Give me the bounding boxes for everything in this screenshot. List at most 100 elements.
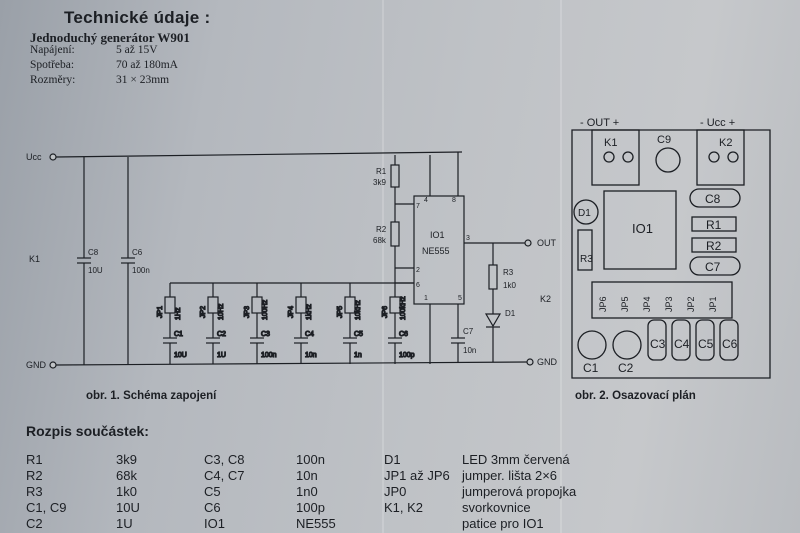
- jumper-label: 10Hz: [218, 303, 225, 320]
- jumper-label: JP5: [337, 306, 344, 318]
- pin-number: 2: [416, 267, 420, 274]
- r2-ref: R2: [376, 225, 387, 234]
- parts-cell: jumperová propojka: [462, 484, 577, 499]
- d1-plan-label: D1: [578, 208, 591, 219]
- parts-cell: C5: [204, 484, 221, 499]
- parts-cell: IO1: [204, 516, 225, 531]
- pin-number: 3: [466, 235, 470, 242]
- pcb-outline: [571, 129, 771, 379]
- plan-jumper-label: JP1: [708, 296, 718, 312]
- c7-value: 10n: [463, 346, 476, 355]
- parts-cell: R1: [26, 452, 43, 467]
- pin-number: 8: [452, 197, 456, 204]
- paper-fold: [560, 0, 562, 533]
- jumper-label: C6: [399, 331, 408, 338]
- d1-ref: D1: [505, 309, 516, 318]
- jumper-label: 100kHz: [400, 296, 407, 320]
- page-title: Technické údaje :: [64, 8, 211, 27]
- plan-jumper-label: JP6: [598, 296, 608, 312]
- ic-ref: IO1: [430, 230, 445, 240]
- spec-label: Napájení:: [30, 44, 75, 56]
- plan-jumper-label: JP3: [664, 296, 674, 312]
- ucc-polarity-label: - Ucc +: [700, 117, 735, 129]
- led-symbol: [484, 313, 502, 328]
- spec-label: Spotřeba:: [30, 59, 75, 71]
- c1-plan-label: C1: [583, 361, 599, 375]
- vcc-label: Ucc: [26, 152, 42, 162]
- k2-label: K2: [540, 294, 551, 304]
- c2-footprint: [612, 330, 642, 360]
- jumper-label: 100p: [399, 352, 415, 359]
- page-subtitle: Jednoduchý generátor W901: [30, 30, 190, 45]
- parts-cell: svorkovnice: [462, 500, 531, 515]
- r2-plan-label: R2: [706, 239, 722, 253]
- pin-number: 4: [424, 197, 428, 204]
- c6-footprint: [719, 319, 739, 361]
- parts-cell: 100n: [296, 452, 325, 467]
- c100n-ref: C6: [132, 248, 143, 257]
- pin-number: 6: [416, 282, 420, 289]
- parts-cell: C2: [26, 516, 43, 531]
- jumper-label: 1Hz: [175, 307, 182, 320]
- k1-label: K1: [29, 254, 40, 264]
- c3-plan-label: C3: [650, 337, 666, 351]
- parts-cell: K1, K2: [384, 500, 424, 515]
- r3-value: 1k0: [503, 281, 516, 290]
- r1-footprint: [691, 216, 737, 232]
- parts-cell: 1U: [116, 516, 133, 531]
- spec-value: 70 až 180mA: [116, 59, 178, 71]
- k1-terminal: [591, 129, 640, 186]
- jumper-label: 10n: [305, 352, 317, 359]
- c5-plan-label: C5: [698, 337, 714, 351]
- r1-ref: R1: [376, 167, 387, 176]
- pin-number: 5: [458, 295, 462, 302]
- d1-footprint: [573, 199, 599, 225]
- parts-cell: D1: [384, 452, 401, 467]
- jumper-label: C1: [174, 331, 183, 338]
- gnd-terminal: [49, 361, 57, 369]
- c1-footprint: [577, 330, 607, 360]
- plan-jumper-label: JP2: [686, 296, 696, 312]
- spec-value: 5 až 15V: [116, 44, 158, 56]
- spec-label: Rozměry:: [30, 74, 76, 86]
- c2-plan-label: C2: [618, 361, 634, 375]
- jumper-label: JP3: [244, 306, 251, 318]
- jumper-label: JP2: [200, 306, 207, 318]
- k2-plan-label: K2: [719, 137, 732, 149]
- jumper-label: 1kHz: [306, 304, 313, 320]
- pad: [622, 151, 634, 163]
- vcc-terminal: [49, 153, 57, 161]
- parts-cell: JP1 až JP6: [384, 468, 450, 483]
- parts-cell: R2: [26, 468, 43, 483]
- paper-fold: [382, 0, 384, 533]
- jumper-label: JP6: [382, 306, 389, 318]
- parts-cell: C4, C7: [204, 468, 245, 483]
- parts-cell: jumper. lišta 2×6: [462, 468, 558, 483]
- parts-cell: 1k0: [116, 484, 137, 499]
- c3-footprint: [647, 319, 667, 361]
- vcc-rail: [55, 151, 463, 158]
- out-terminal: [524, 239, 532, 247]
- r1-plan-label: R1: [706, 218, 722, 232]
- c8-value: 10U: [88, 266, 103, 275]
- r3-plan-label: R3: [580, 254, 593, 265]
- parts-cell: JP0: [384, 484, 407, 499]
- parts-cell: C1, C9: [26, 500, 67, 515]
- k1-plan-label: K1: [604, 137, 617, 149]
- r2-value: 68k: [373, 236, 387, 245]
- c4-plan-label: C4: [674, 337, 690, 351]
- gnd-label: GND: [26, 360, 47, 370]
- c5-footprint: [695, 319, 715, 361]
- jumper-label: C4: [305, 331, 314, 338]
- r3-footprint: [577, 229, 593, 271]
- gnd-right-label: GND: [537, 357, 558, 367]
- c6-plan-label: C6: [722, 337, 738, 351]
- c4-footprint: [671, 319, 691, 361]
- k2-terminal: [696, 129, 745, 186]
- c7-ref: C7: [463, 327, 474, 336]
- jumper-label: JP1: [157, 306, 164, 318]
- pin-number: 1: [424, 295, 428, 302]
- out-polarity-label: - OUT +: [580, 117, 619, 129]
- parts-cell: C3, C8: [204, 452, 245, 467]
